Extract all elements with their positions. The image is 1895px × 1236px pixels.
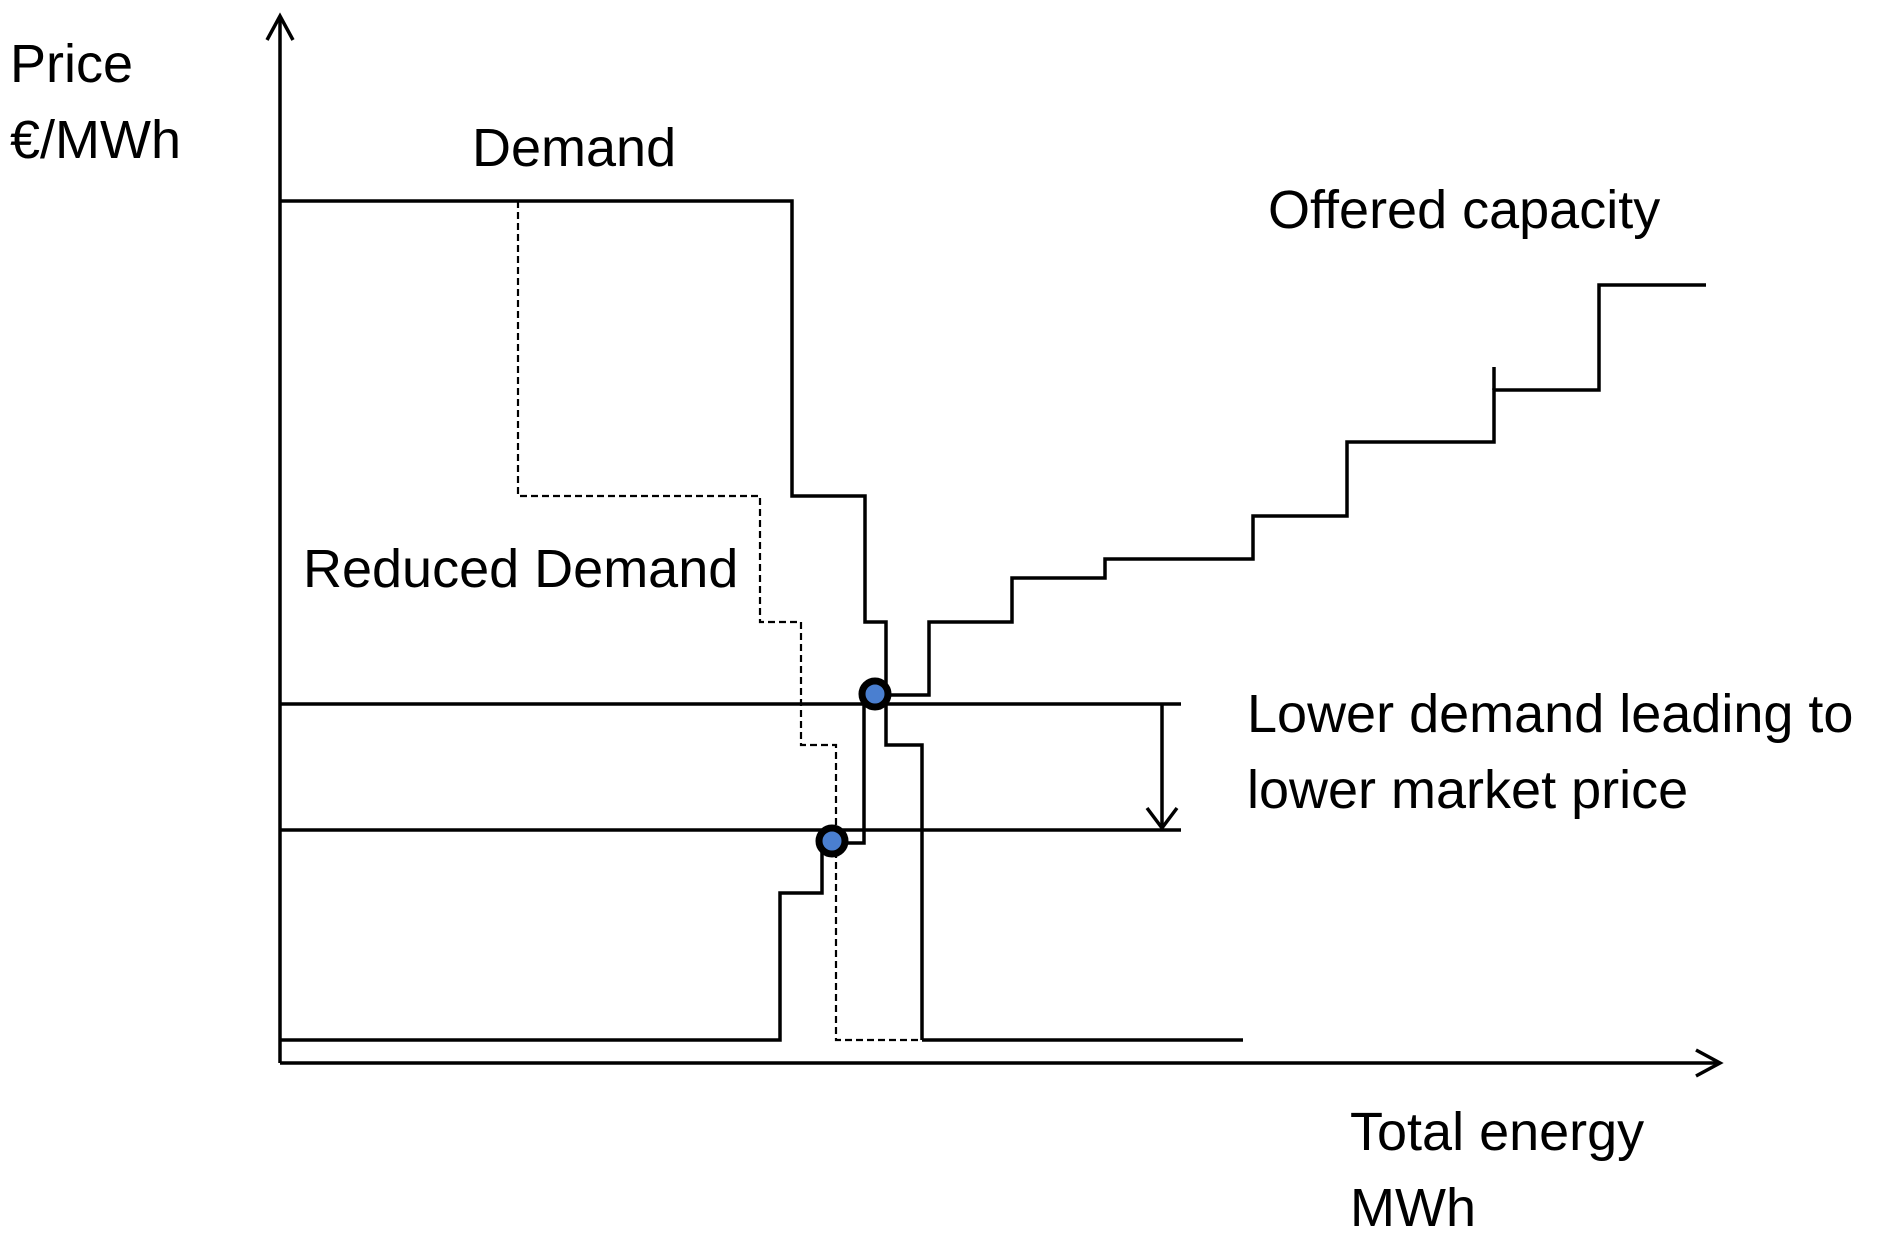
x-axis-arrowhead	[1695, 1048, 1724, 1078]
y-axis-label-line2: €/MWh	[10, 110, 181, 170]
equilibrium-marker-reduced	[815, 824, 849, 858]
demand-label: Demand	[472, 118, 676, 178]
annotation-line1: Lower demand leading to	[1247, 684, 1853, 744]
offered-capacity-curve	[280, 283, 1706, 1042]
x-axis-label-line1: Total energy	[1350, 1102, 1644, 1162]
equilibrium-marker-original	[858, 677, 892, 711]
price-drop-arrow	[1145, 704, 1179, 831]
reduced-demand-label: Reduced Demand	[303, 539, 738, 599]
annotation-line2: lower market price	[1247, 760, 1688, 820]
y-axis-label-line1: Price	[10, 34, 133, 94]
reduced-demand-curve	[516, 201, 922, 1042]
offered-capacity-label: Offered capacity	[1268, 180, 1660, 240]
demand-curve	[280, 199, 924, 1040]
y-axis-arrowhead	[265, 12, 295, 41]
x-axis-label-line2: MWh	[1350, 1178, 1476, 1236]
axes	[265, 12, 1724, 1078]
